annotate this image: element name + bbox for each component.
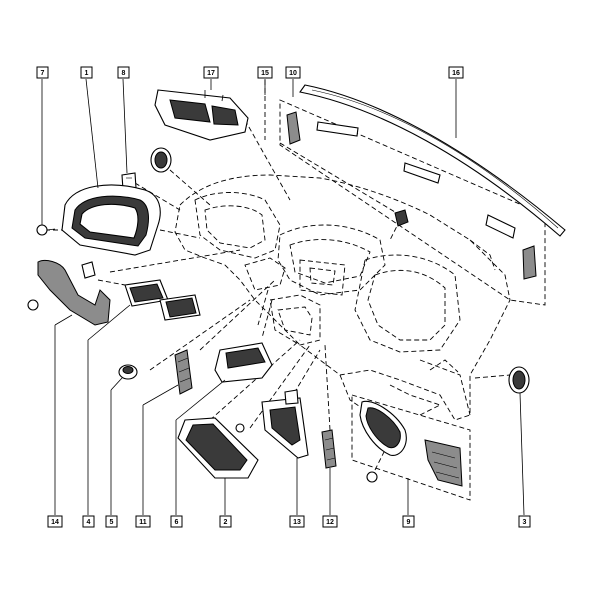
callout-9-label: 9 (407, 519, 411, 526)
callout-2: 2 (219, 515, 232, 528)
callout-1: 1 (80, 66, 93, 79)
callout-7-label: 7 (41, 70, 45, 77)
callout-17: 17 (203, 66, 219, 79)
callout-11: 11 (135, 515, 151, 528)
part-15-clip (394, 209, 409, 227)
part-5-knob (118, 364, 138, 380)
part-6-tray (214, 342, 273, 383)
part-12-vertical-vent (321, 429, 337, 469)
callout-4: 4 (82, 515, 95, 528)
callout-11-label: 11 (139, 519, 147, 526)
callout-15-label: 15 (261, 70, 269, 77)
part-17-instrument-housing (154, 89, 249, 141)
callout-10: 10 (285, 66, 301, 79)
callout-14: 14 (47, 515, 63, 528)
part-9-speaker-assembly (351, 394, 471, 501)
part-13-console-frame (235, 389, 309, 459)
callout-17-label: 17 (207, 70, 215, 77)
callout-6-label: 6 (175, 519, 179, 526)
part-1-instrument-bezel (61, 184, 161, 256)
dashboard-body (174, 174, 511, 421)
round-vent-left (150, 147, 172, 173)
callout-15: 15 (257, 66, 273, 79)
callout-8-label: 8 (122, 70, 126, 77)
callout-13-label: 13 (293, 519, 301, 526)
callout-7: 7 (36, 66, 49, 79)
callout-16: 16 (448, 66, 464, 79)
callout-12: 12 (322, 515, 338, 528)
callout-9: 9 (402, 515, 415, 528)
callout-14-label: 14 (51, 519, 59, 526)
callout-6: 6 (170, 515, 183, 528)
part-3-round-vent (508, 366, 530, 394)
callout-3: 3 (518, 515, 531, 528)
part-16-top-strip (299, 84, 566, 237)
callout-4-label: 4 (87, 519, 91, 526)
callout-3-label: 3 (523, 519, 527, 526)
callout-2-label: 2 (224, 519, 228, 526)
callout-13: 13 (289, 515, 305, 528)
part-11-side-vent (174, 349, 193, 395)
trim-group-outline (279, 99, 546, 306)
callout-1-label: 1 (85, 70, 89, 77)
callout-8: 8 (117, 66, 130, 79)
part-4-twin-vents (124, 279, 201, 321)
callout-5-label: 5 (110, 519, 114, 526)
part-2-grille (177, 417, 259, 479)
part-14-lower-panel (27, 259, 111, 326)
part-7-screw (36, 224, 56, 236)
callout-16-label: 16 (452, 70, 460, 77)
callout-10-label: 10 (289, 70, 297, 77)
part-10-trim-pieces (286, 111, 537, 280)
leader-lines (41, 78, 525, 516)
callout-12-label: 12 (326, 519, 334, 526)
callout-5: 5 (105, 515, 118, 528)
